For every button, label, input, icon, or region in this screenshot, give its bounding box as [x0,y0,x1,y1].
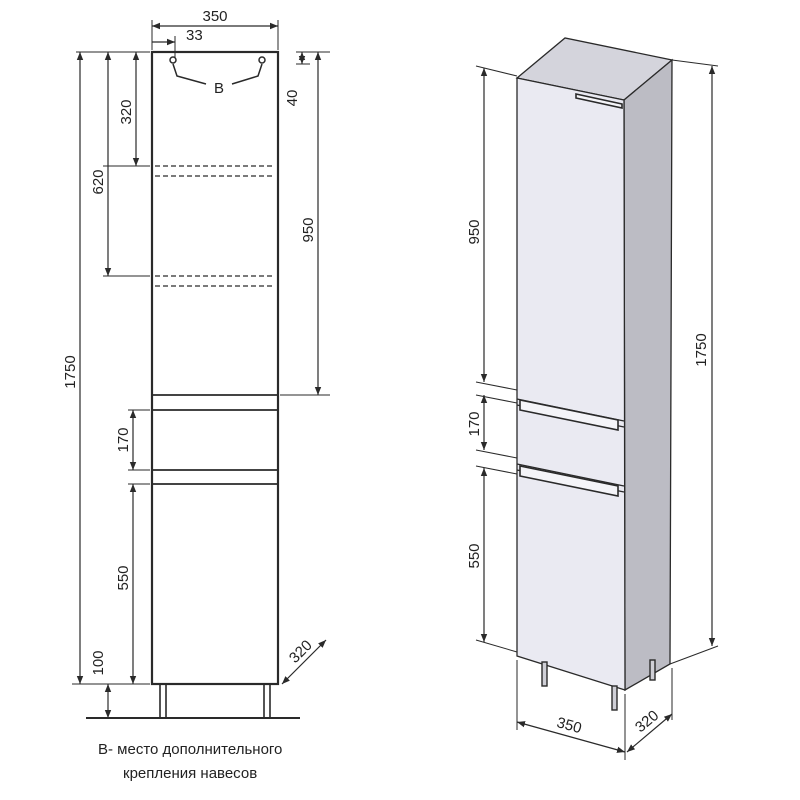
iso-label-550: 550 [466,543,483,568]
label-320-shelf: 320 [118,99,135,124]
label-height-1750: 1750 [62,355,79,388]
mount-point-indicator [169,56,266,85]
iso-legs [541,659,656,711]
caption-line-2: крепления навесов [123,765,258,782]
iso-dim-320 [626,713,673,753]
iso-label-950: 950 [466,219,483,244]
iso-label-320: 320 [632,707,662,736]
label-550: 550 [115,565,132,590]
iso-label-1750: 1750 [693,333,710,366]
front-legs [159,684,271,718]
front-dimension-lines [76,22,327,718]
front-shelf-lower [155,275,275,287]
front-extension-lines [72,20,330,685]
label-100: 100 [90,650,107,675]
front-shelf-upper [155,165,275,177]
label-950: 950 [300,217,317,242]
label-620: 620 [90,169,107,194]
iso-label-350: 350 [555,714,584,737]
legend-caption: В- место дополнительного крепления навес… [98,738,398,786]
label-mount-b: B [214,80,224,97]
label-depth-320: 320 [286,637,316,667]
front-cabinet-outline [150,50,280,686]
iso-label-170: 170 [466,411,483,436]
label-170: 170 [115,427,132,452]
isometric-view [475,37,719,760]
label-inset-33: 33 [186,27,203,44]
iso-front-face [516,77,626,691]
iso-dim-350 [516,721,626,753]
iso-dimension-lines [480,66,716,753]
label-width-350: 350 [202,8,227,25]
iso-side-face [623,58,673,692]
front-elevation [72,20,330,719]
caption-line-1: В- место дополнительного [98,741,283,758]
dim-depth-320 [281,639,327,685]
iso-handles [519,93,623,497]
label-40: 40 [284,90,301,107]
